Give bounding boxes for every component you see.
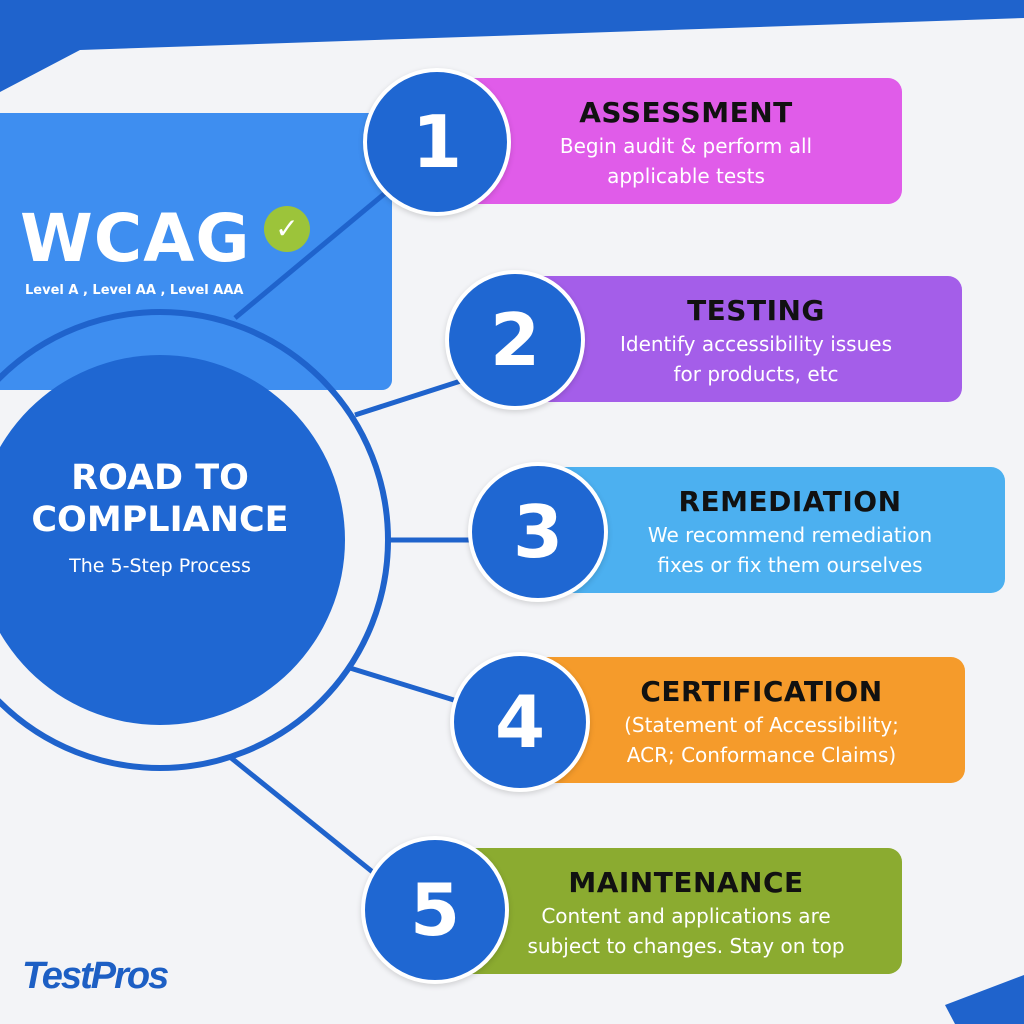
testpros-logo: TestPros bbox=[22, 955, 169, 997]
step-card-maintenance: MAINTENANCE Content and applications are… bbox=[440, 848, 902, 974]
step-title: MAINTENANCE bbox=[568, 866, 804, 899]
step-desc-line: Content and applications are bbox=[541, 904, 831, 928]
step-description: We recommend remediation fixes or fix the… bbox=[575, 520, 1005, 580]
connector-1 bbox=[233, 183, 397, 320]
step-card-testing: TESTING Identify accessibility issues for… bbox=[520, 276, 962, 402]
step-number-1: 1 bbox=[363, 68, 511, 216]
center-subtitle: The 5-Step Process bbox=[69, 555, 251, 577]
check-icon: ✓ bbox=[264, 206, 310, 252]
wcag-card bbox=[0, 113, 392, 390]
center-title-line2: COMPLIANCE bbox=[31, 500, 289, 540]
step-number-5: 5 bbox=[361, 836, 509, 984]
step-title: TESTING bbox=[687, 294, 825, 327]
wcag-levels: Level A , Level AA , Level AAA bbox=[25, 283, 244, 298]
step-title: ASSESSMENT bbox=[579, 96, 793, 129]
connector-2 bbox=[354, 375, 471, 418]
corner-stripe bbox=[945, 975, 1024, 1024]
center-title-line1: ROAD TO bbox=[71, 458, 249, 498]
top-band bbox=[0, 0, 1024, 92]
step-number-2: 2 bbox=[445, 270, 585, 410]
step-desc-line: ACR; Conformance Claims) bbox=[626, 743, 897, 767]
wcag-title: WCAG bbox=[20, 200, 251, 277]
step-desc-line: Begin audit & perform all bbox=[559, 134, 813, 158]
step-desc-line: applicable tests bbox=[607, 164, 765, 188]
step-card-certification: CERTIFICATION (Statement of Accessibilit… bbox=[528, 657, 965, 783]
step-desc-line: Identify accessibility issues bbox=[619, 332, 892, 356]
step-number-4: 4 bbox=[450, 652, 590, 792]
step-desc-line: subject to changes. Stay on top bbox=[527, 934, 845, 958]
step-description: Begin audit & perform all applicable test… bbox=[470, 131, 902, 191]
step-desc-line: for products, etc bbox=[673, 362, 839, 386]
step-number-3: 3 bbox=[468, 462, 608, 602]
step-card-assessment: ASSESSMENT Begin audit & perform all appl… bbox=[440, 78, 902, 204]
step-card-remediation: REMEDIATION We recommend remediation fixe… bbox=[545, 467, 1005, 593]
step-title: REMEDIATION bbox=[678, 485, 902, 518]
step-description: (Statement of Accessibility; ACR; Conform… bbox=[558, 710, 965, 770]
connector-5 bbox=[228, 755, 387, 884]
connector-4 bbox=[349, 665, 471, 708]
step-description: Identify accessibility issues for product… bbox=[550, 329, 962, 389]
step-title: CERTIFICATION bbox=[640, 675, 883, 708]
step-desc-line: (Statement of Accessibility; bbox=[624, 713, 899, 737]
step-desc-line: We recommend remediation bbox=[647, 523, 933, 547]
step-description: Content and applications are subject to c… bbox=[470, 901, 902, 961]
step-desc-line: fixes or fix them ourselves bbox=[657, 553, 923, 577]
